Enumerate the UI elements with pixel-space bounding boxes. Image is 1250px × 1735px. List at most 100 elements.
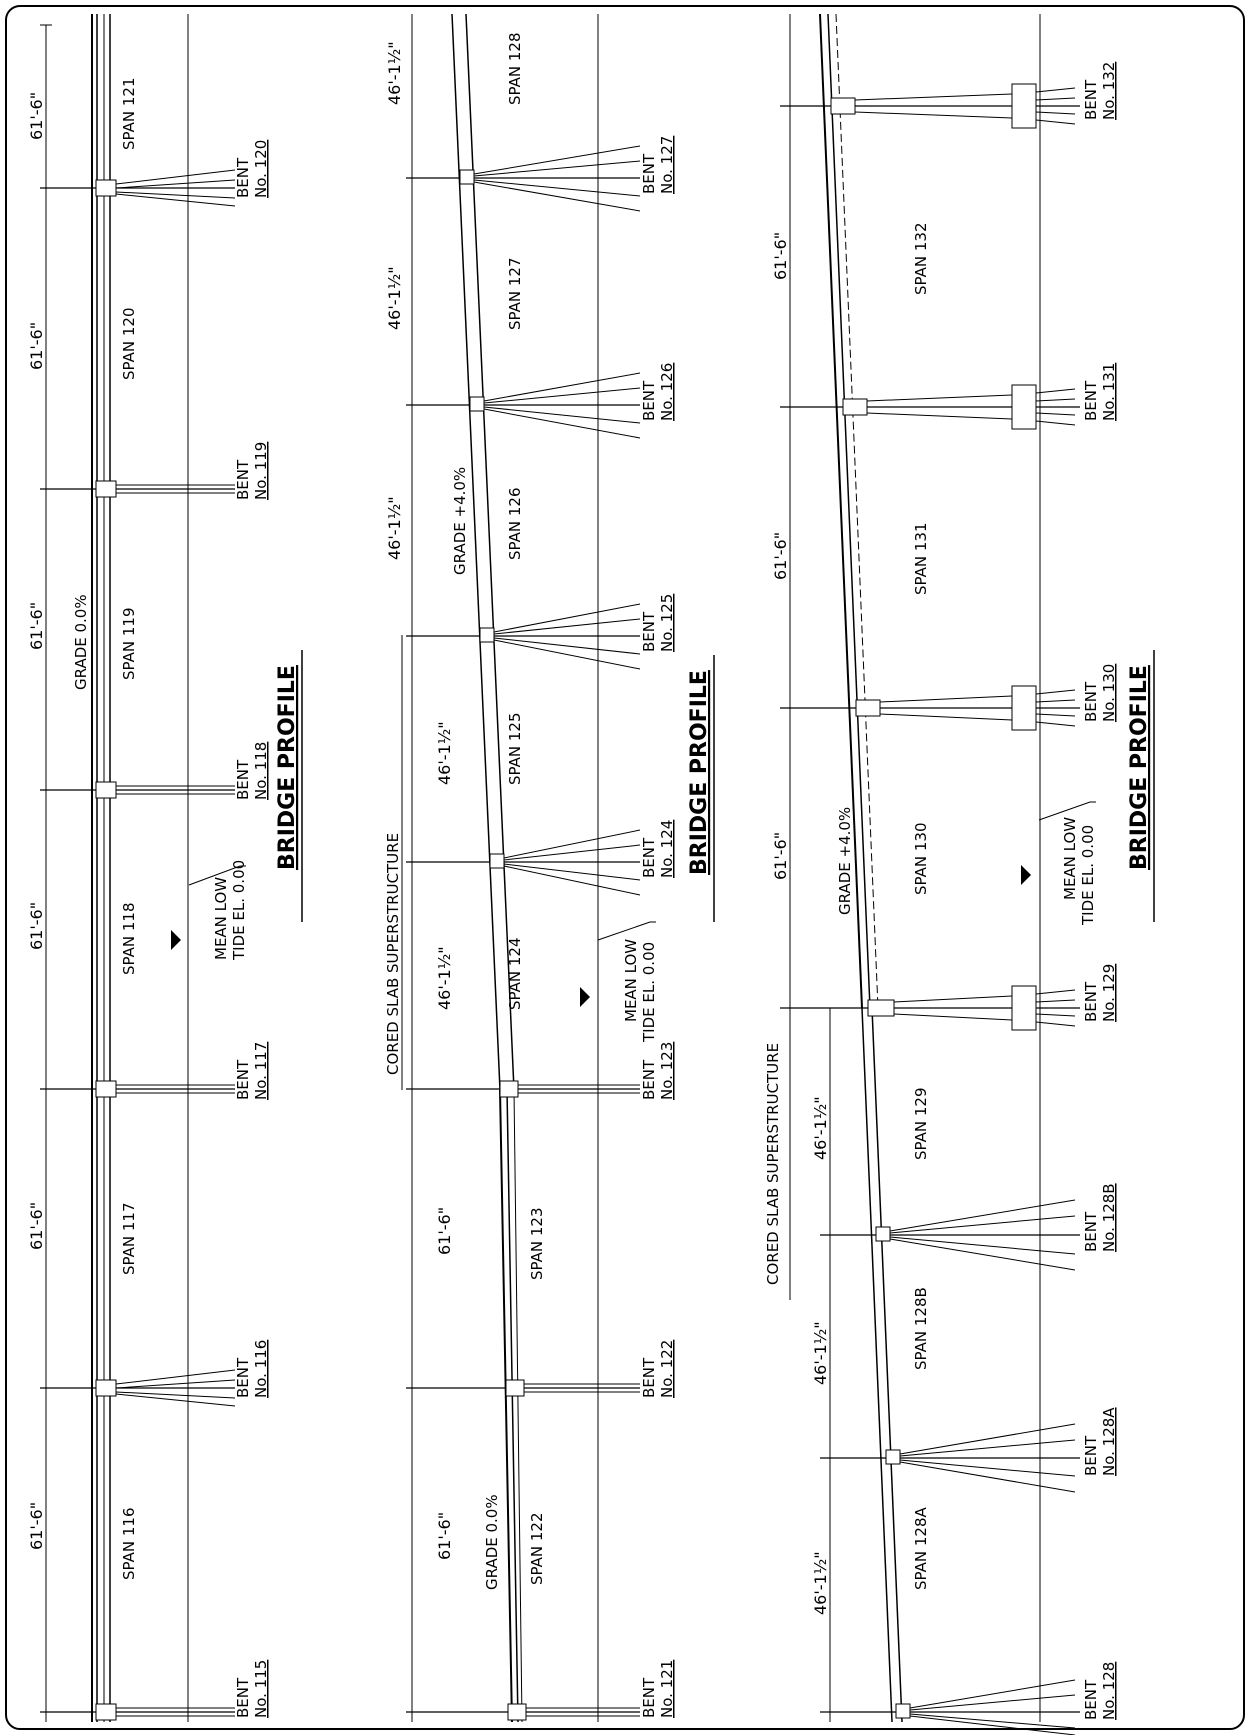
span-label: SPAN 116: [120, 1508, 138, 1581]
bent-label: BENT: [640, 1059, 658, 1100]
bent-number: No. 128A: [1100, 1407, 1118, 1476]
bent-number: No. 129: [1100, 964, 1118, 1022]
span-label: SPAN 121: [120, 78, 138, 151]
deck-line: [871, 1007, 903, 1723]
bent-number: No. 132: [1100, 62, 1118, 120]
bent-label: BENT: [640, 1357, 658, 1398]
tide-label-line-1: MEAN LOW: [1061, 817, 1079, 900]
bent-number: No. 116: [252, 1340, 270, 1398]
bent-labels: BENT No. 121 BENT No. 122 BENT No. 123 B…: [640, 136, 676, 1718]
span-label: SPAN 117: [120, 1203, 138, 1276]
superstructure-label: CORED SLAB SUPERSTRUCTURE: [764, 1043, 782, 1285]
bent-120: [40, 169, 236, 207]
water-level-marker-icon: [171, 930, 181, 950]
dimension-label: 61'-6": [771, 832, 790, 880]
dimension-label: 61'-6": [27, 902, 46, 950]
bent-128: [820, 1679, 1080, 1735]
dimension-label: 46'-1½": [811, 1551, 830, 1615]
bent-131: [780, 384, 1080, 430]
tide-leader: [1038, 801, 1096, 821]
bent-121: [406, 1703, 640, 1721]
bent-117: [40, 1080, 235, 1098]
bent-number: No. 123: [658, 1042, 676, 1100]
bent-number: No. 131: [1100, 363, 1118, 421]
span-label: SPAN 126: [506, 488, 524, 561]
bent-122: [406, 1379, 640, 1397]
span-label: SPAN 130: [912, 823, 930, 896]
span-label: SPAN 125: [506, 713, 524, 786]
panel-1: 61'-6" 61'-6" 61'-6" 61'-6" 61'-6" 61'-6…: [27, 14, 303, 1722]
bent-label: BENT: [640, 611, 658, 652]
span-label: SPAN 118: [120, 903, 138, 976]
span-label: SPAN 131: [912, 523, 930, 596]
tide-label-line-2: TIDE EL. 0.00: [1079, 825, 1097, 926]
dimension-label: 46'-1½": [385, 266, 404, 330]
bent-number: No. 127: [658, 136, 676, 194]
tide-leader: [597, 921, 656, 941]
bent-128B: [820, 1199, 1080, 1271]
span-label: SPAN 132: [912, 223, 930, 296]
tide-label-line-2: TIDE EL. 0.00: [230, 860, 248, 961]
bent-129: [780, 985, 1080, 1031]
bent-124: [406, 829, 641, 896]
panel-title: BRIDGE PROFILE: [687, 670, 712, 875]
water-level-marker-icon: [580, 987, 590, 1007]
bent-label: BENT: [234, 1059, 252, 1100]
bent-127: [406, 145, 641, 212]
bent-number: No. 128: [1100, 1662, 1118, 1720]
span-label: SPAN 123: [528, 1208, 546, 1281]
tide-label-line-1: MEAN LOW: [622, 939, 640, 1022]
bent-label: BENT: [234, 759, 252, 800]
panel-title: BRIDGE PROFILE: [275, 665, 300, 870]
span-label: SPAN 127: [506, 258, 524, 331]
deck-line: [513, 1089, 523, 1723]
dimension-label: 61'-6": [27, 602, 46, 650]
grade-label: GRADE +4.0%: [451, 467, 469, 575]
bent-label: BENT: [640, 837, 658, 878]
deck-line: [861, 1007, 893, 1723]
bent-number: No. 119: [252, 442, 270, 500]
tide-label-line-1: MEAN LOW: [212, 877, 230, 960]
bent-number: No. 128B: [1100, 1183, 1118, 1252]
bent-123: [406, 1080, 640, 1098]
bent-label: BENT: [1082, 1211, 1100, 1252]
bent-118: [40, 781, 235, 799]
dimension-label: 46'-1½": [435, 721, 454, 785]
grade-label: GRADE +4.0%: [836, 807, 854, 915]
deck-line: [835, 13, 879, 1009]
sheet-border: [5, 5, 1245, 1730]
bent-number: No. 130: [1100, 664, 1118, 722]
dimension-label: 61'-6": [771, 232, 790, 280]
dimension-label: 61'-6": [27, 1202, 46, 1250]
bent-labels: BENT No. 128 BENT No. 128A BENT No. 128B…: [1082, 62, 1118, 1720]
bent-label: BENT: [640, 153, 658, 194]
deck-line: [465, 13, 515, 1091]
span-label: SPAN 128A: [912, 1507, 930, 1590]
bent-label: BENT: [1082, 981, 1100, 1022]
panel-2: 61'-6" 61'-6" 46'-1½" 46'-1½" 46'-1½" 46…: [384, 13, 715, 1723]
panel-3: 46'-1½" 46'-1½" 46'-1½" 61'-6" 61'-6" 61…: [764, 13, 1155, 1735]
tide-label-line-2: TIDE EL. 0.00: [640, 942, 658, 1043]
superstructure-label: CORED SLAB SUPERSTRUCTURE: [384, 833, 402, 1075]
span-label: SPAN 129: [912, 1088, 930, 1161]
dimension-label: 46'-1½": [811, 1321, 830, 1385]
deck-line: [819, 13, 863, 1009]
bent-label: BENT: [640, 1677, 658, 1718]
span-label: SPAN 128B: [912, 1287, 930, 1370]
dimension-label: 46'-1½": [385, 496, 404, 560]
span-label: SPAN 122: [528, 1513, 546, 1586]
dimension-label: 61'-6": [27, 1502, 46, 1550]
dimension-label: 61'-6": [27, 322, 46, 370]
bent-label: BENT: [640, 380, 658, 421]
bent-label: BENT: [1082, 1679, 1100, 1720]
bent-132: [780, 83, 1080, 129]
bent-number: No. 115: [252, 1660, 270, 1718]
tide-leader: [188, 865, 246, 886]
bent-number: No. 121: [658, 1660, 676, 1718]
bent-number: No. 118: [252, 742, 270, 800]
bent-label: BENT: [234, 1677, 252, 1718]
bent-126: [406, 372, 641, 439]
bent-label: BENT: [1082, 380, 1100, 421]
bent-label: BENT: [234, 459, 252, 500]
